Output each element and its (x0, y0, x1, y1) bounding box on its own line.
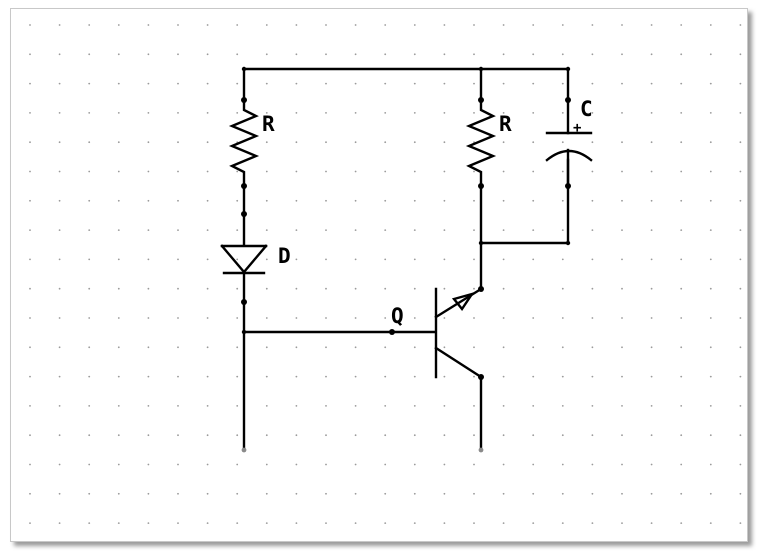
resistor-right[interactable] (465, 98, 497, 188)
pins (241, 66, 571, 453)
resistor-left-label: R (262, 112, 275, 136)
resistor-right-label: R (499, 112, 512, 136)
capacitor-label: C (580, 97, 593, 121)
emitter-arrow (451, 291, 475, 312)
capacitor-polarity-label: + (573, 120, 581, 136)
transistor[interactable] (434, 287, 483, 379)
diode[interactable] (220, 244, 268, 275)
dot-grid (29, 24, 742, 524)
diode-label: D (278, 244, 291, 268)
capacitor[interactable] (545, 131, 593, 188)
drawing-sheet (10, 8, 748, 542)
transistor-label: Q (391, 304, 404, 328)
wires (242, 67, 570, 452)
cap-bottom-wire[interactable] (479, 158, 570, 245)
resistor-left[interactable] (228, 98, 260, 188)
